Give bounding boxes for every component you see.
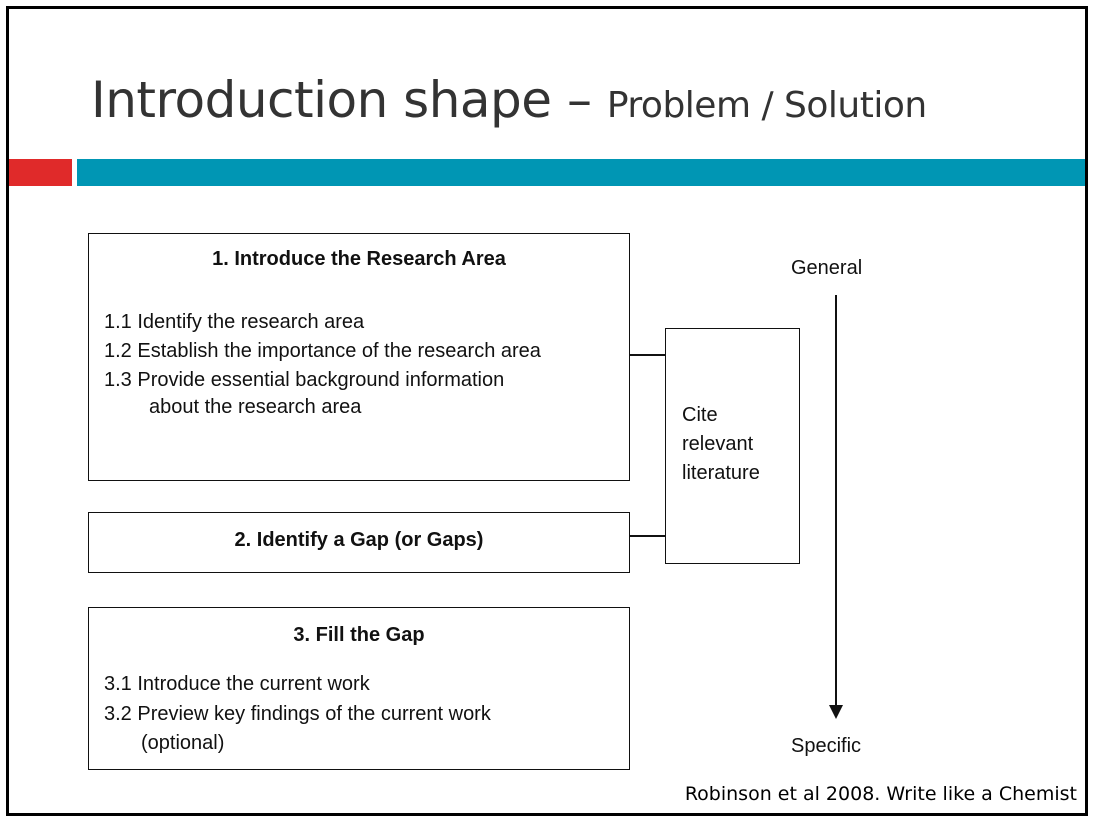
- cite-literature-box: Cite relevant literature: [665, 328, 800, 564]
- box1-item: 1.1 Identify the research area: [104, 311, 365, 333]
- scale-label-general: General: [791, 257, 863, 279]
- page-title: Introduction shape – Problem / Solution: [91, 71, 927, 129]
- scale-label-specific: Specific: [791, 735, 862, 757]
- cite-line: literature: [682, 462, 760, 484]
- box-fill-gap: 3. Fill the Gap 3.1 Introduce the curren…: [88, 607, 630, 770]
- box3-item: (optional): [141, 732, 225, 754]
- connector-box2: [630, 535, 666, 537]
- box1-heading: 1. Introduce the Research Area: [212, 248, 506, 270]
- box3-heading: 3. Fill the Gap: [293, 624, 425, 646]
- arrow-down-icon: [829, 705, 843, 719]
- connector-box1: [630, 354, 666, 356]
- scale-arrow-shaft: [835, 295, 837, 705]
- box1-item: about the research area: [149, 396, 362, 418]
- source-citation: Robinson et al 2008. Write like a Chemis…: [684, 783, 1077, 805]
- cite-line: relevant: [682, 433, 754, 455]
- slide: Introduction shape – Problem / Solution …: [6, 6, 1088, 816]
- cite-line: Cite: [682, 404, 718, 426]
- title-main: Introduction shape –: [91, 71, 607, 129]
- accent-bar-red: [9, 159, 72, 186]
- box3-item: 3.2 Preview key findings of the current …: [104, 703, 491, 725]
- cite-box-text: Cite relevant literature: [682, 401, 760, 488]
- box1-item: 1.2 Establish the importance of the rese…: [104, 340, 541, 362]
- title-subtitle: Problem / Solution: [606, 85, 927, 126]
- box3-item: 3.1 Introduce the current work: [104, 673, 370, 695]
- box-introduce-research-area: 1. Introduce the Research Area 1.1 Ident…: [88, 233, 630, 481]
- box-identify-gap: 2. Identify a Gap (or Gaps): [88, 512, 630, 573]
- accent-bar-teal: [77, 159, 1085, 186]
- box2-heading: 2. Identify a Gap (or Gaps): [234, 529, 484, 551]
- box1-item: 1.3 Provide essential background informa…: [104, 369, 505, 391]
